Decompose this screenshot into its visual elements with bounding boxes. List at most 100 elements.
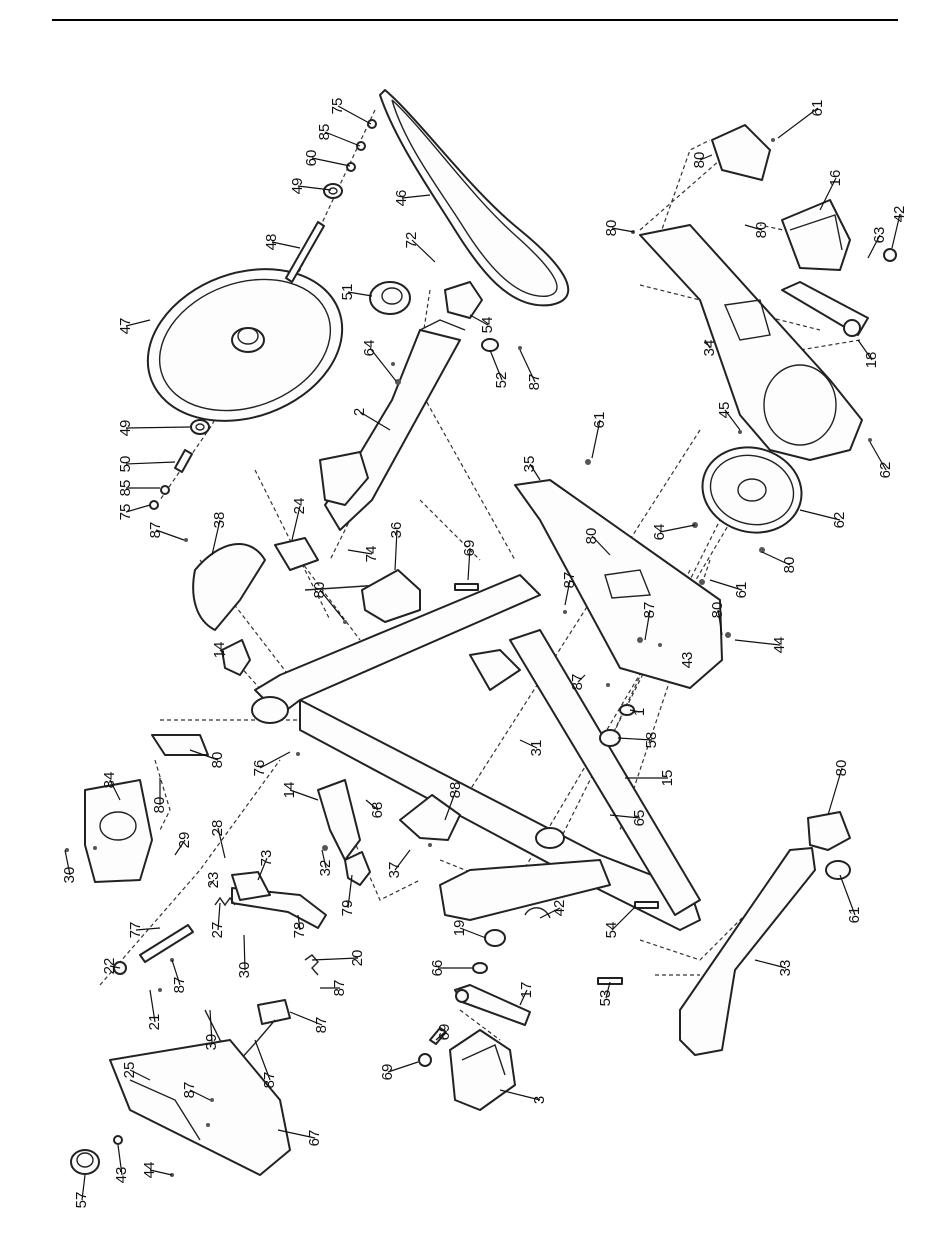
part-2-front-post (320, 320, 465, 530)
part-label-69: 69 (436, 1024, 453, 1041)
leader-line (126, 427, 190, 428)
part-label-79: 79 (339, 900, 356, 917)
part-label-27: 27 (209, 922, 226, 939)
part-label-80: 80 (151, 797, 168, 814)
part-label-80: 80 (833, 760, 850, 777)
part-label-61: 61 (809, 100, 826, 117)
part-label-87: 87 (181, 1082, 198, 1099)
part-label-14: 14 (281, 782, 298, 799)
part-44-bearing-left (485, 930, 505, 946)
part-label-3: 3 (531, 1096, 548, 1104)
part-label-69: 69 (379, 1064, 396, 1081)
part-label-88: 88 (447, 782, 464, 799)
part-label-49: 49 (117, 420, 134, 437)
part-33-cap (712, 125, 770, 180)
part-label-44: 44 (141, 1162, 158, 1179)
part-label-54: 54 (479, 317, 496, 334)
part-label-80: 80 (603, 220, 620, 237)
part-25-knob (71, 1150, 99, 1174)
part-22-spring (305, 955, 318, 975)
part-label-50: 50 (117, 456, 134, 473)
part-label-62: 62 (831, 512, 848, 529)
part-label-23: 23 (205, 872, 222, 889)
part-label-87: 87 (641, 602, 658, 619)
part-label-44: 44 (771, 637, 788, 654)
part-label-64: 64 (651, 524, 668, 541)
part-3-stabilizer (680, 848, 815, 1055)
part-label-85: 85 (117, 480, 134, 497)
part-label-67: 67 (306, 1130, 323, 1147)
part-label-57: 57 (73, 1192, 90, 1209)
part-label-87: 87 (147, 522, 164, 539)
part-69-bolt-upper (455, 584, 478, 590)
part-label-80: 80 (709, 602, 726, 619)
part-label-19: 19 (451, 920, 468, 937)
part-51-idler-pulley (370, 282, 410, 314)
part-38-shield (193, 544, 265, 630)
part-label-17: 17 (518, 982, 535, 999)
part-23-brake-lever (232, 872, 326, 928)
part-32-bracket (152, 735, 208, 755)
part-label-87: 87 (569, 674, 586, 691)
part-label-25: 25 (121, 1062, 138, 1079)
part-label-24: 24 (291, 498, 308, 515)
part-label-80: 80 (781, 557, 798, 574)
part-label-80: 80 (691, 152, 708, 169)
part-label-32: 32 (317, 860, 334, 877)
part-label-65: 65 (631, 810, 648, 827)
part-label-49: 49 (289, 178, 306, 195)
part-52-bushing (482, 339, 498, 351)
part-label-87: 87 (526, 374, 543, 391)
part-label-39: 39 (203, 1034, 220, 1051)
part-label-22: 22 (101, 958, 118, 975)
part-16-right-pedal (782, 200, 850, 270)
part-label-21: 21 (146, 1014, 163, 1031)
part-label-73: 73 (258, 850, 275, 867)
part-label-14: 14 (211, 642, 228, 659)
part-label-69: 69 (461, 540, 478, 557)
part-14-knob-lower (345, 852, 370, 885)
part-label-42: 42 (551, 900, 568, 917)
part-label-1: 1 (631, 708, 648, 716)
part-label-80: 80 (753, 222, 770, 239)
part-label-61: 61 (733, 582, 750, 599)
part-label-80: 80 (583, 528, 600, 545)
part-label-62: 62 (877, 462, 894, 479)
part-label-51: 51 (339, 284, 356, 301)
part-label-47: 47 (117, 318, 134, 335)
part-label-28: 28 (209, 820, 226, 837)
part-42-cap-left (419, 1054, 431, 1066)
part-label-64: 64 (361, 340, 378, 357)
part-label-34: 34 (701, 340, 718, 357)
part-label-84: 84 (101, 772, 118, 789)
part-27-rod (114, 925, 193, 974)
part-label-75: 75 (329, 98, 346, 115)
part-label-77: 77 (127, 922, 144, 939)
part-label-46: 46 (393, 190, 410, 207)
part-24-bracket (275, 538, 318, 570)
part-label-63: 63 (871, 227, 888, 244)
part-label-68: 68 (369, 802, 386, 819)
part-label-2: 2 (351, 408, 368, 416)
part-label-38: 38 (211, 512, 228, 529)
part-label-87: 87 (313, 1017, 330, 1034)
part-42-cap-right (884, 249, 896, 261)
part-69-bolt-mid (635, 902, 658, 908)
part-label-61: 61 (591, 412, 608, 429)
part-label-54: 54 (603, 922, 620, 939)
part-label-60: 60 (303, 150, 320, 167)
part-54-end-cap-top (445, 282, 482, 318)
part-53-leveler (826, 861, 850, 879)
part-label-76: 76 (251, 760, 268, 777)
part-label-29: 29 (176, 832, 193, 849)
part-label-74: 74 (363, 546, 380, 563)
part-37-holder (85, 780, 152, 882)
part-label-87: 87 (331, 980, 348, 997)
part-label-30: 30 (61, 867, 78, 884)
bearing-hardware-left (150, 420, 209, 509)
part-label-48: 48 (263, 234, 280, 251)
part-label-30: 30 (236, 962, 253, 979)
part-44-bearing-right (600, 730, 620, 746)
part-label-53: 53 (597, 990, 614, 1007)
